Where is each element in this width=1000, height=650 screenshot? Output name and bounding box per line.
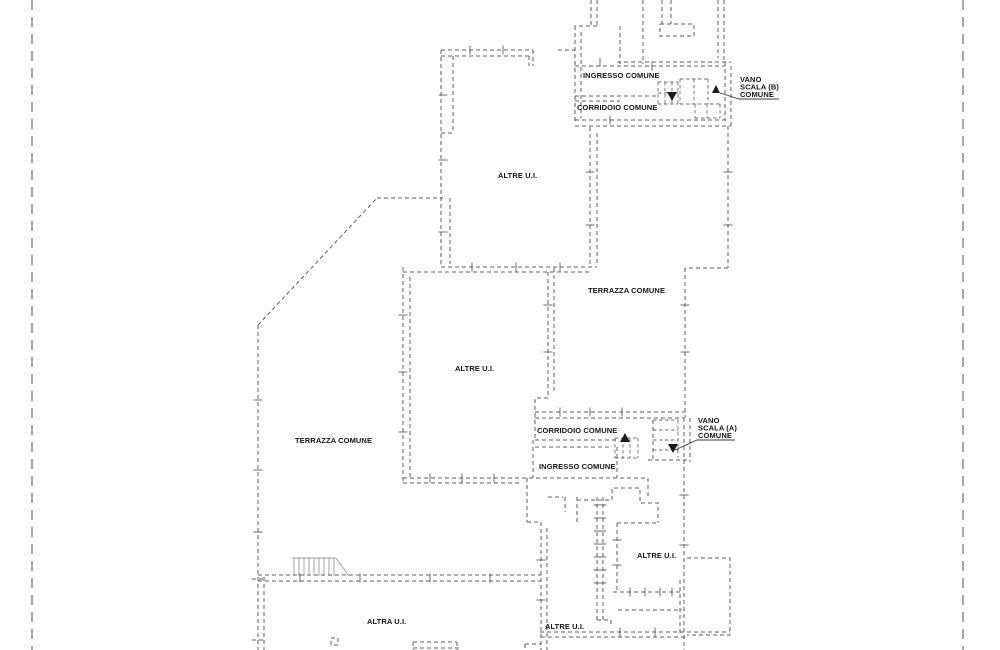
label-altra-ui: ALTRA U.I. — [367, 617, 406, 626]
label-altre-ui-bottom-right: ALTRE U.I. — [637, 551, 676, 560]
label-leader-line — [674, 439, 735, 451]
wall-segment — [257, 197, 378, 326]
label-ingresso-comune-a: INGRESSO COMUNE — [539, 462, 616, 471]
label-altre-ui-bottom-center: ALTRE U.I. — [545, 622, 584, 631]
label-leader-line — [716, 91, 779, 100]
stair-a-down-arrow-icon — [668, 444, 678, 453]
stair-b-down-arrow-icon — [667, 92, 677, 101]
label-corridoio-comune-a: CORRIDOIO COMUNE — [537, 426, 617, 435]
label-corridoio-comune-b: CORRIDOIO COMUNE — [577, 103, 657, 112]
label-terrazza-comune-right: TERRAZZA COMUNE — [588, 286, 665, 295]
wall-segment — [577, 487, 659, 523]
wall-segment — [659, 23, 695, 37]
wall-segment — [597, 619, 612, 627]
stair-a-up-arrow-icon — [620, 433, 630, 442]
wall-segment — [687, 557, 731, 636]
label-altre-ui-top: ALTRE U.I. — [498, 171, 537, 180]
label-altre-ui-middle: ALTRE U.I. — [455, 364, 494, 373]
terrace-stair-hatch — [335, 557, 350, 577]
stair-b-up-arrow-icon — [712, 85, 720, 93]
label-ingresso-comune-b: INGRESSO COMUNE — [583, 71, 660, 80]
label-terrazza-comune-left: TERRAZZA COMUNE — [295, 436, 372, 445]
wall-segment — [330, 637, 339, 646]
